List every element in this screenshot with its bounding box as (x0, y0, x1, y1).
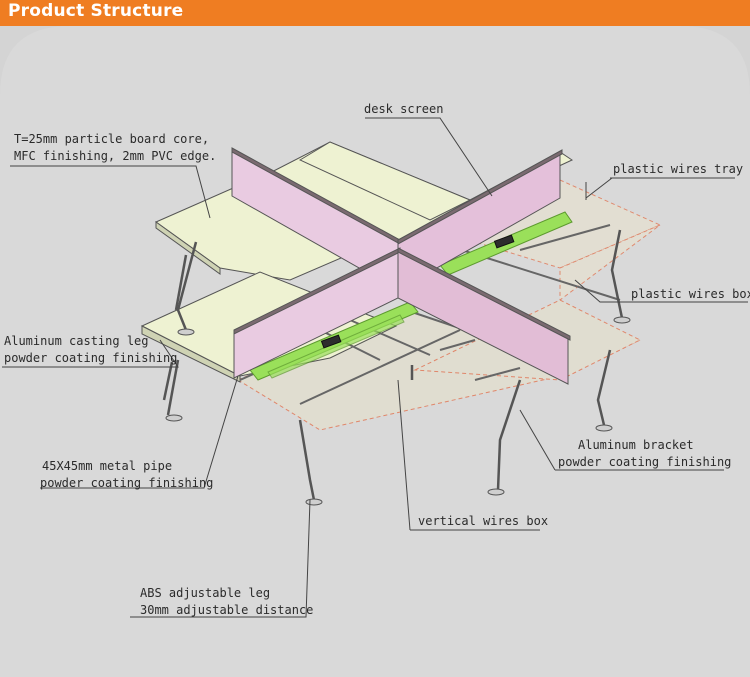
label-plastic-wires-tray: plastic wires tray (613, 162, 744, 176)
label-plastic-wires-box: plastic wires box (631, 287, 750, 301)
label-bracket-line2: powder coating finishing (558, 455, 732, 469)
label-pipe-line2: powder coating finishing (40, 476, 214, 490)
label-board-line1: T=25mm particle board core, (14, 132, 210, 146)
label-desk-screen: desk screen (364, 102, 444, 116)
leg-feet (165, 316, 631, 506)
label-leg-line2: powder coating finishing (4, 351, 178, 365)
label-leg-line1: Aluminum casting leg (4, 334, 149, 348)
header-bar: Product Structure (0, 0, 750, 26)
label-bracket-line1: Aluminum bracket (578, 438, 694, 452)
label-abs-line1: ABS adjustable leg (140, 586, 271, 600)
desk-screens (231, 147, 571, 385)
wires-boxes (320, 234, 515, 349)
label-vertical-wires-box: vertical wires box (418, 514, 549, 528)
page-title: Product Structure (8, 1, 184, 21)
label-abs-line2: 30mm adjustable distance (140, 603, 314, 617)
label-board-line2: MFC finishing, 2mm PVC edge. (14, 149, 217, 163)
label-pipe-line1: 45X45mm metal pipe (42, 459, 173, 473)
leader-lines (2, 117, 748, 618)
